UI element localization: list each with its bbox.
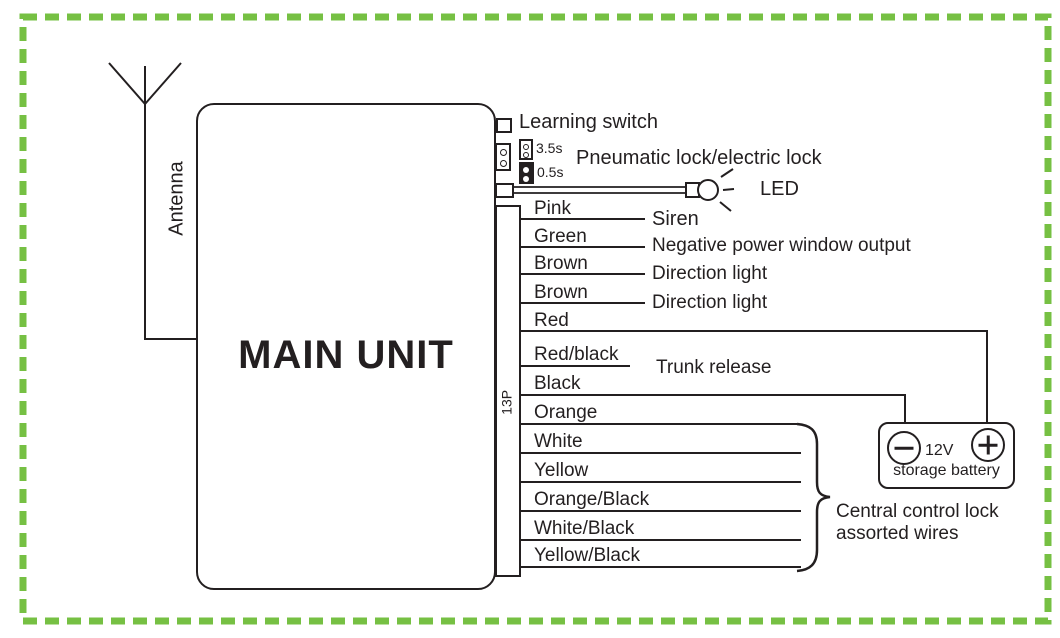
- jumper-bottom-label: 0.5s: [537, 164, 564, 180]
- wire-function-direction-light-1: Direction light: [652, 263, 768, 284]
- led-ray-bottom-icon: [719, 201, 732, 212]
- central-lock-brace-icon: [796, 422, 831, 573]
- pin-hole-icon: [500, 160, 507, 167]
- wire-color-brown-2: Brown: [534, 282, 588, 303]
- two-pin-connector-icon: [495, 143, 511, 171]
- wire-color-yellow: Yellow: [534, 460, 589, 481]
- antenna-line: [144, 66, 199, 340]
- main-unit-box: MAIN UNIT: [196, 103, 496, 590]
- led-bulb-icon: [697, 179, 719, 201]
- connector-strip-13p: [495, 205, 521, 577]
- learning-switch-connector-icon: [496, 118, 512, 133]
- wire-function-power-window: Negative power window output: [652, 235, 911, 256]
- plus-sign-icon: [986, 435, 990, 455]
- jumper-3-5s-icon: [519, 139, 533, 160]
- wire-color-red-black: Red/black: [534, 344, 619, 365]
- wire-color-brown-1: Brown: [534, 253, 588, 274]
- wire-color-orange-black: Orange/Black: [534, 489, 650, 510]
- battery-voltage-label: 12V: [925, 442, 954, 459]
- wire-line-black: [519, 394, 906, 423]
- antenna-arm-left-icon: [108, 62, 146, 105]
- wire-color-yellow-black: Yellow/Black: [534, 545, 640, 566]
- brace-label-line1: Central control lock: [836, 501, 999, 522]
- wire-function-siren: Siren: [652, 208, 699, 230]
- wire-color-red: Red: [534, 310, 569, 331]
- minus-terminal-icon: [887, 431, 921, 465]
- jumper-top-label: 3.5s: [536, 140, 563, 156]
- pin-hole-icon: [500, 149, 507, 156]
- led-output-connector-icon: [495, 183, 514, 198]
- green-dashed-border: [19, 13, 1052, 625]
- led-ray-middle-icon: [722, 188, 735, 191]
- wire-line-red: [519, 330, 988, 423]
- plus-terminal-icon: [971, 428, 1005, 462]
- led-label: LED: [760, 178, 799, 200]
- jumper-pin-icon: [523, 152, 529, 158]
- wire-function-trunk-release: Trunk release: [656, 357, 772, 378]
- brace-label-line2: assorted wires: [836, 523, 959, 544]
- main-unit-title: MAIN UNIT: [238, 333, 454, 377]
- led-ray-top-icon: [720, 168, 734, 178]
- jumper-pin-icon: [523, 167, 529, 173]
- jumper-0-5s-icon: [519, 162, 534, 184]
- antenna-label: Antenna: [165, 161, 188, 236]
- wire-color-pink: Pink: [534, 198, 571, 219]
- jumper-pin-icon: [523, 176, 529, 182]
- wire-color-black: Black: [534, 373, 581, 394]
- battery-name-label: storage battery: [893, 462, 1000, 479]
- antenna-arm-right-icon: [144, 62, 182, 105]
- wire-color-green: Green: [534, 226, 587, 247]
- pneumatic-lock-label: Pneumatic lock/electric lock: [576, 147, 822, 169]
- connector-13p-label: 13P: [498, 389, 515, 415]
- wire-color-orange: Orange: [534, 402, 598, 423]
- jumper-pin-icon: [523, 143, 529, 150]
- wire-function-direction-light-2: Direction light: [652, 292, 768, 313]
- minus-sign-icon: [894, 446, 914, 450]
- wire-color-white: White: [534, 431, 583, 452]
- learning-switch-label: Learning switch: [519, 111, 658, 133]
- wire-color-white-black: White/Black: [534, 518, 635, 539]
